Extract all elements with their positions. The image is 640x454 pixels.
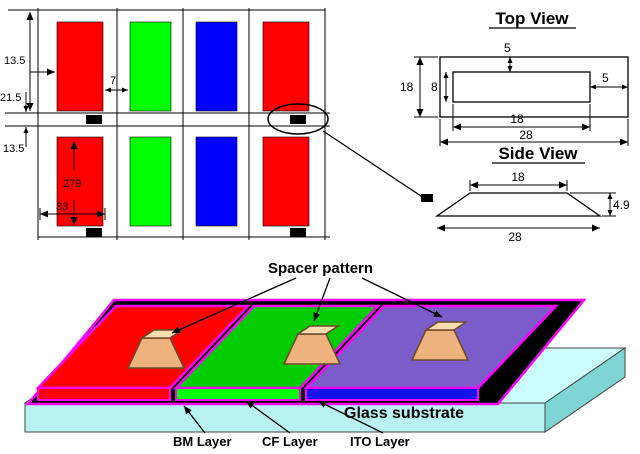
callout-spacer-mark <box>421 194 433 202</box>
grid-lines <box>5 8 330 240</box>
spacer-mark-bottom-right <box>290 228 306 237</box>
dim-height: 4.9 <box>613 198 630 212</box>
ito-layer-strip <box>305 387 479 401</box>
dim-outer-height: 18 <box>400 80 414 94</box>
dim-gap-bottom: 13.5 <box>3 143 24 155</box>
spacer-marks <box>86 115 306 237</box>
side-view-trapezoid <box>434 192 603 217</box>
dim-outer-width: 28 <box>519 128 533 142</box>
dim-right-margin: 5 <box>602 71 609 85</box>
subpixel-green-top <box>129 21 172 112</box>
cf-layer-label: CF Layer <box>262 434 318 449</box>
spacer-purple <box>410 321 470 361</box>
bm-layer-label: BM Layer <box>173 434 232 449</box>
subpixel-red-top-2 <box>262 21 310 112</box>
spacer-green <box>282 325 342 365</box>
pixel-array-diagram: 13.5 21.5 13.5 7 279 33 <box>0 8 433 240</box>
side-view-dimensions: 18 4.9 28 <box>437 170 630 244</box>
side-view-title: Side View <box>498 144 578 163</box>
glass-front-face <box>24 402 546 433</box>
pixel-dimensions: 13.5 21.5 13.5 7 279 33 <box>0 12 128 225</box>
subpixel-red-bottom-2 <box>262 136 310 227</box>
spacer-pattern-label: Spacer pattern <box>268 260 373 277</box>
side-view-diagram: Side View 18 4.9 28 <box>434 144 630 244</box>
subpixel-red-top-1 <box>56 21 104 112</box>
dim-top-margin: 5 <box>504 41 511 55</box>
subpixel-blue-bottom <box>195 136 238 227</box>
dim-bottom-width: 28 <box>508 230 522 244</box>
spacer-mark-top-left <box>86 115 102 124</box>
spacer-mark-bottom-left <box>86 228 102 237</box>
top-view-title: Top View <box>495 9 569 28</box>
assembly-illustration: Spacer pattern Glass substrate BM Layer … <box>23 260 627 449</box>
callout-line <box>322 130 425 199</box>
spacer-green-top <box>295 325 341 335</box>
subpixels <box>56 21 310 227</box>
dim-gap-top: 13.5 <box>4 55 25 67</box>
glass-substrate-label: Glass substrate <box>344 405 464 422</box>
dim-column-gap: 7 <box>110 75 116 87</box>
top-view-inner-rect <box>452 71 591 103</box>
spacer-highlight-ellipse <box>267 103 329 135</box>
dim-pitch: 21.5 <box>0 92 21 104</box>
top-view-dimensions: 18 8 5 5 18 28 <box>400 41 629 146</box>
top-view-diagram: Top View 18 8 5 5 18 <box>400 9 629 146</box>
dim-inner-height: 8 <box>431 80 438 94</box>
dim-top-width: 18 <box>511 170 525 184</box>
subpixel-green-bottom <box>129 136 172 227</box>
spacer-purple-top <box>423 321 469 331</box>
dim-pixel-height: 279 <box>63 178 81 190</box>
spacer-red <box>126 329 186 369</box>
spacer-mark-top-right <box>290 115 306 124</box>
dim-inner-width: 18 <box>510 112 524 126</box>
ito-layer-label: ITO Layer <box>350 434 410 449</box>
subpixel-blue-top <box>195 21 238 112</box>
cf-layer-strip <box>175 387 301 401</box>
red-panel-front <box>37 387 171 401</box>
dim-pixel-width: 33 <box>56 201 68 213</box>
